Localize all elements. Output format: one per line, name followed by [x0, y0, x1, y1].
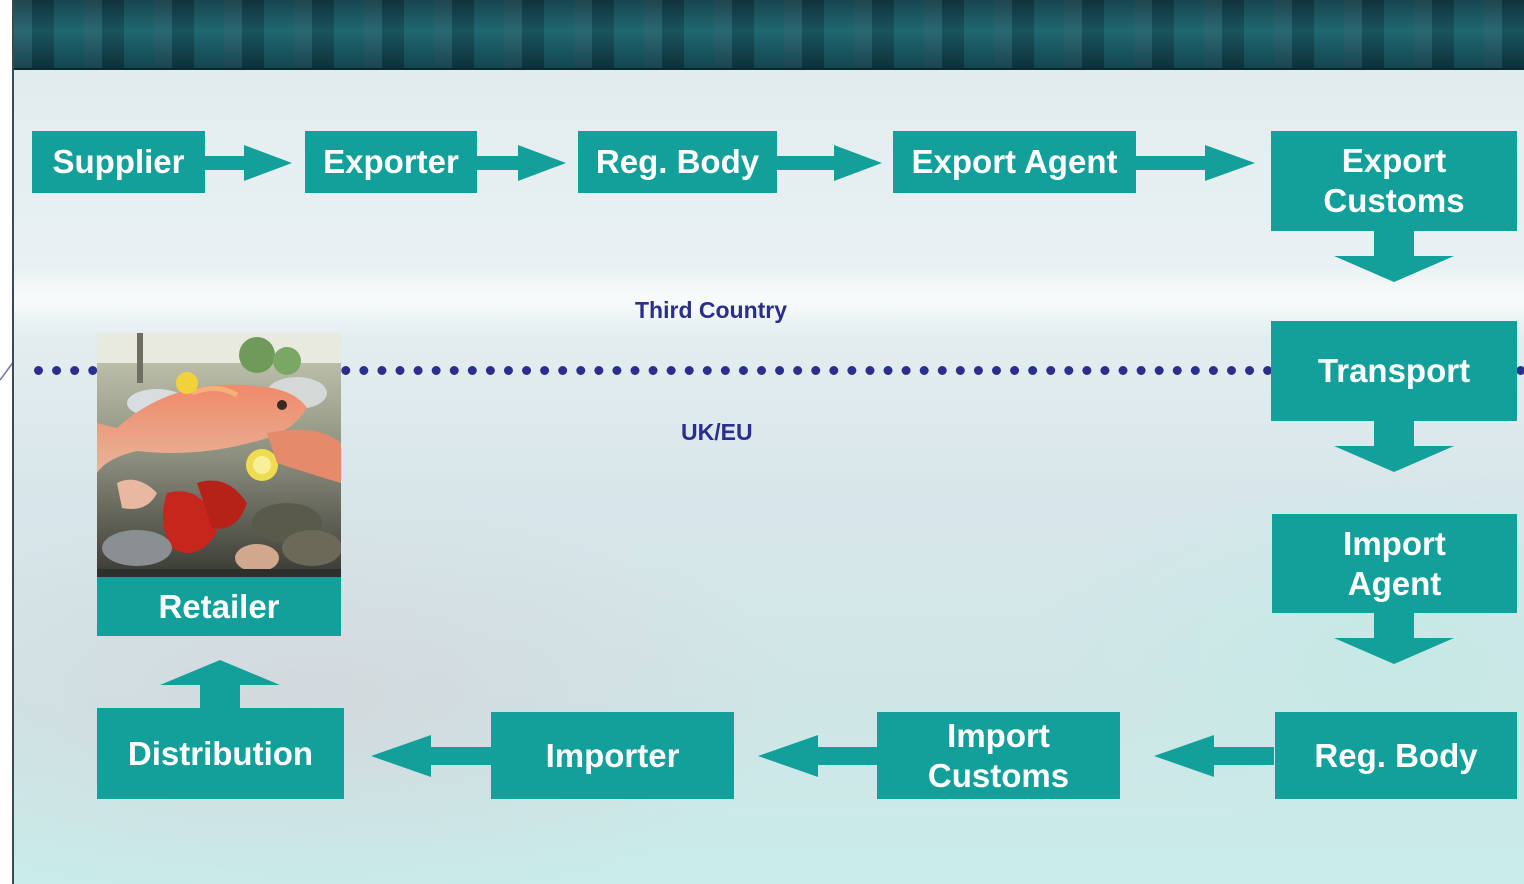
arrow-distribution-to-retailer — [160, 660, 280, 710]
diagram-slide: Third Country UK/EU Supplier Exporter Re… — [12, 0, 1524, 884]
supplier-label: Supplier — [52, 143, 185, 180]
import-customs-label-line1: Import — [947, 716, 1050, 754]
reg-body-bottom-label: Reg. Body — [1314, 736, 1478, 774]
arrow-exporter-to-regbody — [476, 145, 566, 181]
reg-body-top-box: Reg. Body — [578, 131, 777, 193]
reg-body-bottom-box: Reg. Body — [1275, 712, 1517, 799]
exporter-box: Exporter — [305, 131, 477, 193]
third-country-label: Third Country — [635, 297, 788, 323]
importer-box: Importer — [491, 712, 734, 799]
border-divider-line — [34, 366, 1524, 375]
retailer-box: Retailer — [97, 577, 341, 636]
export-customs-label-line2: Customs — [1323, 182, 1465, 219]
importer-label: Importer — [545, 736, 680, 774]
reg-body-top-label: Reg. Body — [595, 143, 760, 180]
retailer-label: Retailer — [158, 587, 280, 625]
uk-eu-label: UK/EU — [681, 419, 753, 445]
transport-label: Transport — [1317, 352, 1471, 389]
arrow-supplier-to-exporter — [204, 145, 292, 181]
arrow-exportcustoms-to-transport — [1334, 230, 1454, 282]
arrow-importer-to-distribution — [371, 735, 491, 777]
seafood-photo — [97, 333, 341, 577]
exporter-label: Exporter — [323, 143, 459, 180]
export-customs-label-line1: Export — [1341, 142, 1447, 179]
export-agent-label: Export Agent — [911, 143, 1118, 180]
supplier-box: Supplier — [32, 131, 205, 193]
import-customs-box: Import Customs — [877, 712, 1120, 799]
arrow-importagent-to-regbody — [1334, 612, 1454, 664]
transport-box: Transport — [1271, 321, 1517, 421]
distribution-box: Distribution — [97, 708, 344, 799]
header-banner — [14, 0, 1524, 70]
export-customs-box: Export Customs — [1271, 131, 1517, 231]
arrow-transport-to-importagent — [1334, 420, 1454, 472]
arrow-importcustoms-to-importer — [758, 735, 878, 777]
arrow-regbody-to-exportagent — [776, 145, 882, 181]
import-agent-label-line1: Import — [1343, 524, 1446, 562]
distribution-label: Distribution — [127, 734, 314, 772]
import-agent-label-line2: Agent — [1347, 564, 1442, 602]
export-agent-box: Export Agent — [893, 131, 1136, 193]
import-customs-label-line2: Customs — [927, 756, 1070, 794]
arrow-exportagent-to-exportcustoms — [1135, 145, 1255, 181]
arrow-regbody-to-importcustoms — [1154, 735, 1274, 777]
import-agent-box: Import Agent — [1272, 514, 1517, 613]
